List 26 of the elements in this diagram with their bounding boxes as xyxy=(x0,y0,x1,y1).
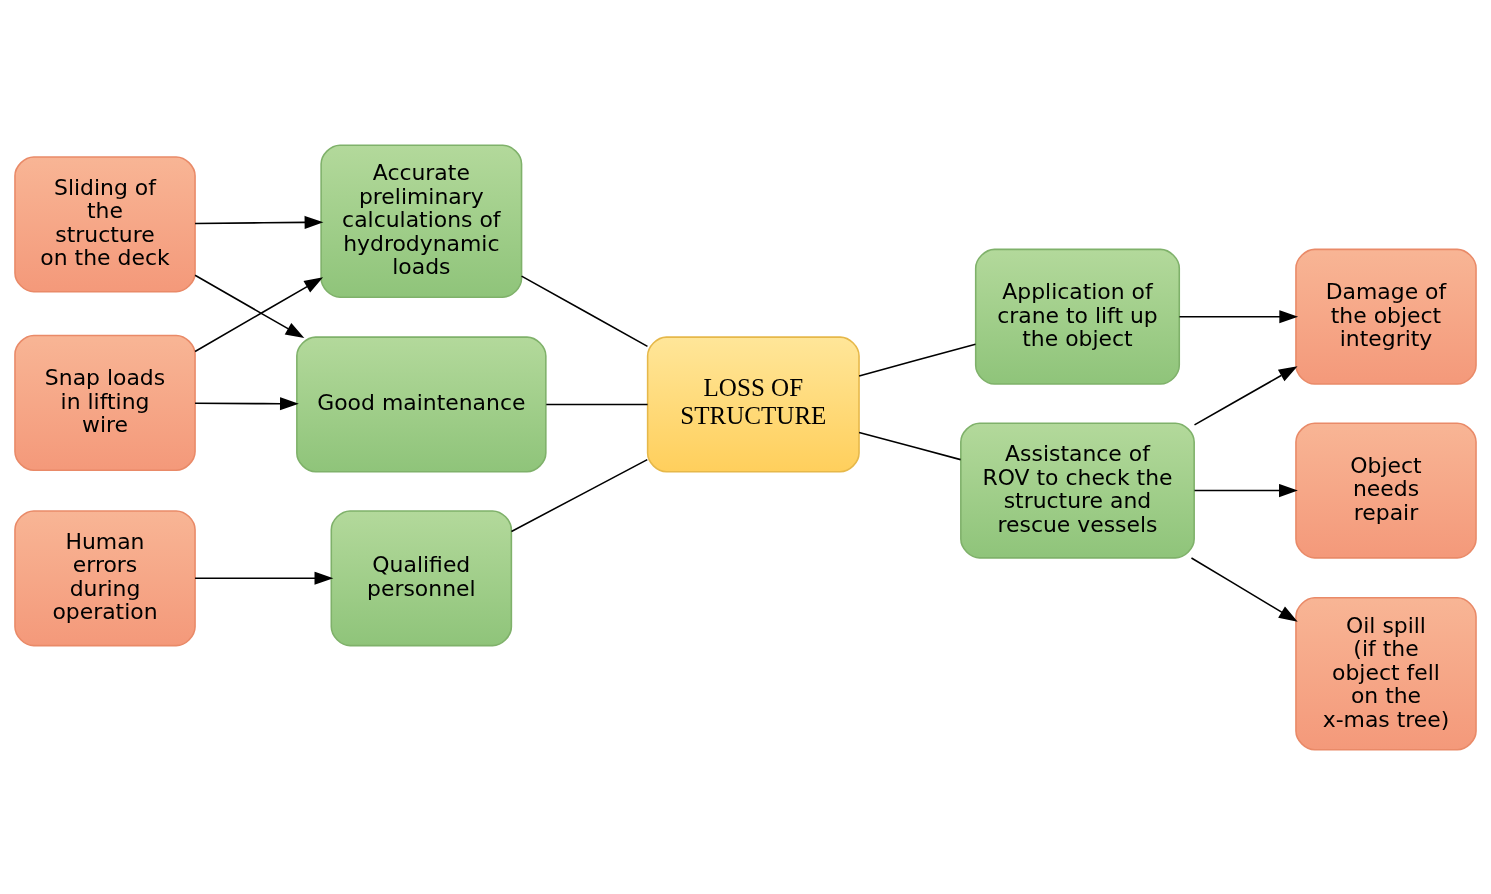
node-box: Qualified personnel xyxy=(330,509,513,646)
node-box: LOSS OF STRUCTURE xyxy=(646,335,860,473)
arrow xyxy=(194,215,324,229)
arrow xyxy=(1193,483,1298,497)
connector xyxy=(520,274,649,347)
arrow xyxy=(194,273,305,338)
arrow xyxy=(194,571,334,585)
node-box: Human errors during operation xyxy=(14,509,196,646)
arrow xyxy=(194,276,324,352)
node-box: Assistance of ROV to check the structure and rescue vessels xyxy=(960,421,1195,559)
connector xyxy=(545,403,649,405)
arrow xyxy=(1193,365,1298,426)
node-box: Good maintenance xyxy=(296,335,547,473)
node-box: Application of crane to lift up the object xyxy=(974,248,1181,385)
connector xyxy=(858,431,962,460)
connector xyxy=(858,342,977,377)
arrow xyxy=(1178,309,1299,323)
connector xyxy=(510,458,649,532)
node-box: Oil spill (if the object fell on the x-mas tree) xyxy=(1295,596,1477,751)
node-box: Snap loads in lifting wire xyxy=(14,334,196,471)
node-box: Damage of the object integrity xyxy=(1295,248,1477,385)
arrow xyxy=(194,396,299,410)
node-box: Accurate preliminary calculations of hydrodynamic loads xyxy=(320,143,523,298)
node-box: Sliding of the structure on the deck xyxy=(14,155,196,292)
node-box: Object needs repair xyxy=(1295,421,1477,559)
arrow xyxy=(1190,556,1298,622)
